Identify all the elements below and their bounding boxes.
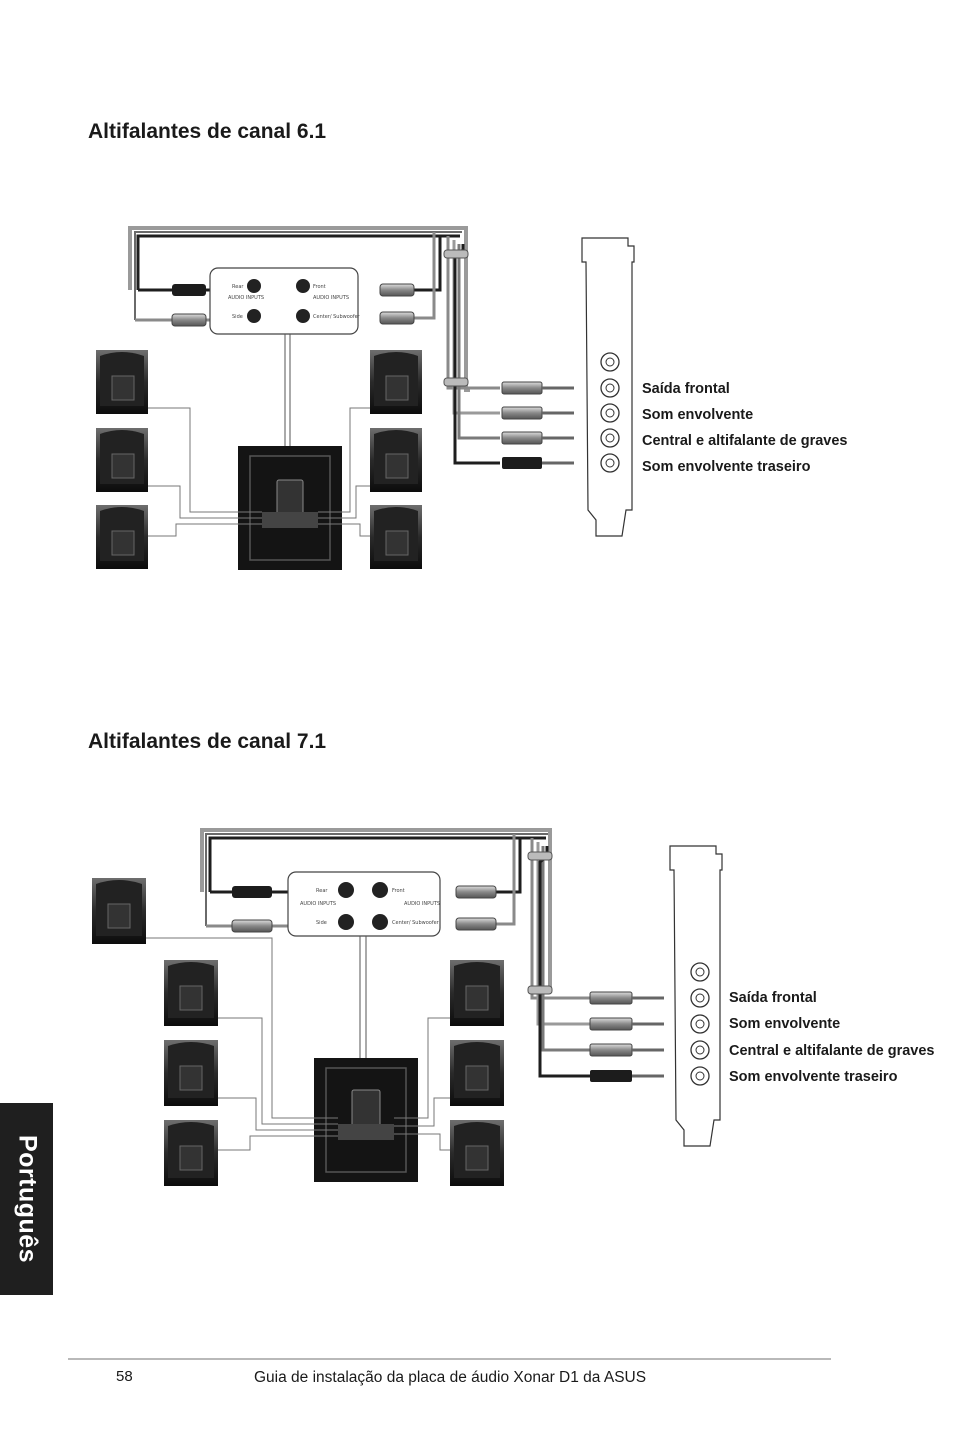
speaker-rear-left — [96, 505, 148, 569]
page-number: 58 — [116, 1368, 133, 1385]
speaker-wires — [146, 937, 450, 1151]
card-plugs — [501, 381, 574, 469]
rca-plugs-top — [171, 283, 415, 327]
speaker-side-left — [96, 428, 148, 492]
audio-inputs-panel: Rear AUDIO INPUTS Side Front AUDIO INPUT… — [209, 267, 361, 446]
speaker-side-right — [370, 505, 422, 569]
label-center-sub: Central e altifalante de graves — [642, 433, 848, 449]
svg-text:Center/ Subwoofer: Center/ Subwoofer — [313, 314, 361, 320]
label-rear-surround: Som envolvente traseiro — [642, 459, 811, 475]
diagram-6-1-speakers: Rear AUDIO INPUTS Side Front AUDIO INPUT… — [96, 226, 848, 570]
label-surround: Som envolvente — [729, 1016, 840, 1032]
svg-text:Front: Front — [313, 284, 326, 290]
card-plugs — [589, 991, 664, 1082]
speakers-right — [450, 960, 504, 1186]
diagram-7-1-speakers: Rear AUDIO INPUTS Side Front AUDIO INPUT… — [92, 828, 935, 1186]
label-front-out: Saída frontal — [729, 990, 817, 1006]
speaker-front-left — [96, 350, 148, 414]
svg-text:AUDIO INPUTS: AUDIO INPUTS — [313, 295, 349, 301]
svg-text:Rear: Rear — [232, 284, 244, 290]
speaker-front-right — [450, 960, 504, 1026]
speaker-rear-left — [164, 1120, 218, 1186]
speaker-side-left — [164, 1040, 218, 1106]
audio-inputs-panel: Rear AUDIO INPUTS Side Front AUDIO INPUT… — [287, 871, 441, 1058]
speaker-rear-center — [92, 878, 146, 944]
language-label: Português — [13, 1134, 41, 1264]
rca-plugs-top — [231, 885, 497, 933]
svg-text:Rear: Rear — [316, 888, 328, 894]
subwoofer — [314, 1058, 418, 1182]
speaker-wires — [148, 407, 370, 537]
svg-text:Front: Front — [392, 888, 405, 894]
subwoofer — [238, 446, 342, 570]
label-front-out: Saída frontal — [642, 381, 730, 397]
speakers-right — [370, 350, 422, 569]
svg-text:AUDIO INPUTS: AUDIO INPUTS — [404, 901, 440, 907]
svg-text:Side: Side — [232, 314, 243, 320]
sound-card-bracket — [581, 237, 635, 537]
section-title-7-1: Altifalantes de canal 7.1 — [88, 730, 327, 753]
svg-text:Center/ Subwoofer: Center/ Subwoofer — [392, 920, 440, 926]
speaker-front-left — [164, 960, 218, 1026]
label-surround: Som envolvente — [642, 407, 753, 423]
speaker-front-right — [370, 350, 422, 414]
footer-divider — [68, 1358, 831, 1360]
speakers-left — [92, 878, 218, 1186]
sound-card-bracket — [669, 845, 723, 1147]
section-title-6-1: Altifalantes de canal 6.1 — [88, 120, 327, 143]
speaker-center — [370, 428, 422, 492]
footer-title: Guia de instalação da placa de áudio Xon… — [254, 1369, 647, 1386]
label-center-sub: Central e altifalante de graves — [729, 1043, 935, 1059]
svg-text:AUDIO INPUTS: AUDIO INPUTS — [228, 295, 264, 301]
language-side-tab: Português — [0, 1103, 53, 1295]
cable-bundle — [128, 226, 500, 465]
cable-bundle — [200, 828, 590, 1078]
speaker-center — [450, 1040, 504, 1106]
label-rear-surround: Som envolvente traseiro — [729, 1069, 898, 1085]
speaker-side-right — [450, 1120, 504, 1186]
svg-text:Side: Side — [316, 920, 327, 926]
svg-text:AUDIO INPUTS: AUDIO INPUTS — [300, 901, 336, 907]
speakers-left — [96, 350, 148, 569]
